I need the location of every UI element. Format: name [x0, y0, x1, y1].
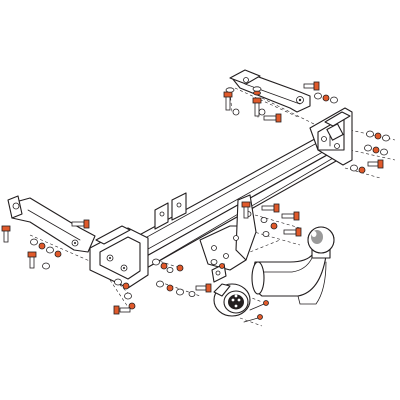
electrical-socket	[211, 263, 251, 317]
upper-right-bracket	[229, 69, 311, 113]
crossbar-tabs	[154, 192, 187, 230]
bolt	[303, 81, 320, 91]
washer-stack	[225, 86, 266, 116]
bolt	[195, 283, 212, 293]
screw	[249, 300, 269, 311]
bolt	[27, 251, 37, 269]
bolt	[261, 203, 280, 213]
bolt	[281, 211, 300, 221]
bolt	[283, 227, 302, 237]
socket-plate	[199, 194, 257, 271]
washer-stack	[314, 92, 338, 104]
fastener-set	[1, 81, 390, 323]
washer-stack	[210, 259, 225, 269]
right-mounting-bracket	[309, 107, 353, 166]
bolt	[367, 159, 384, 169]
left-mounting-bracket	[89, 225, 149, 289]
washer-stack	[152, 258, 196, 297]
washer-stack	[30, 238, 62, 270]
bolt	[1, 225, 11, 243]
bolt	[241, 201, 251, 219]
bolt	[252, 97, 262, 117]
far-left-bracket	[7, 195, 96, 253]
swan-neck-towball	[251, 226, 335, 305]
washer-stack	[114, 278, 136, 310]
screw	[243, 314, 263, 323]
bolt	[71, 219, 90, 229]
washer-stack	[350, 130, 390, 174]
bolt	[263, 113, 282, 123]
bolt	[113, 305, 131, 315]
bolt	[223, 91, 233, 111]
